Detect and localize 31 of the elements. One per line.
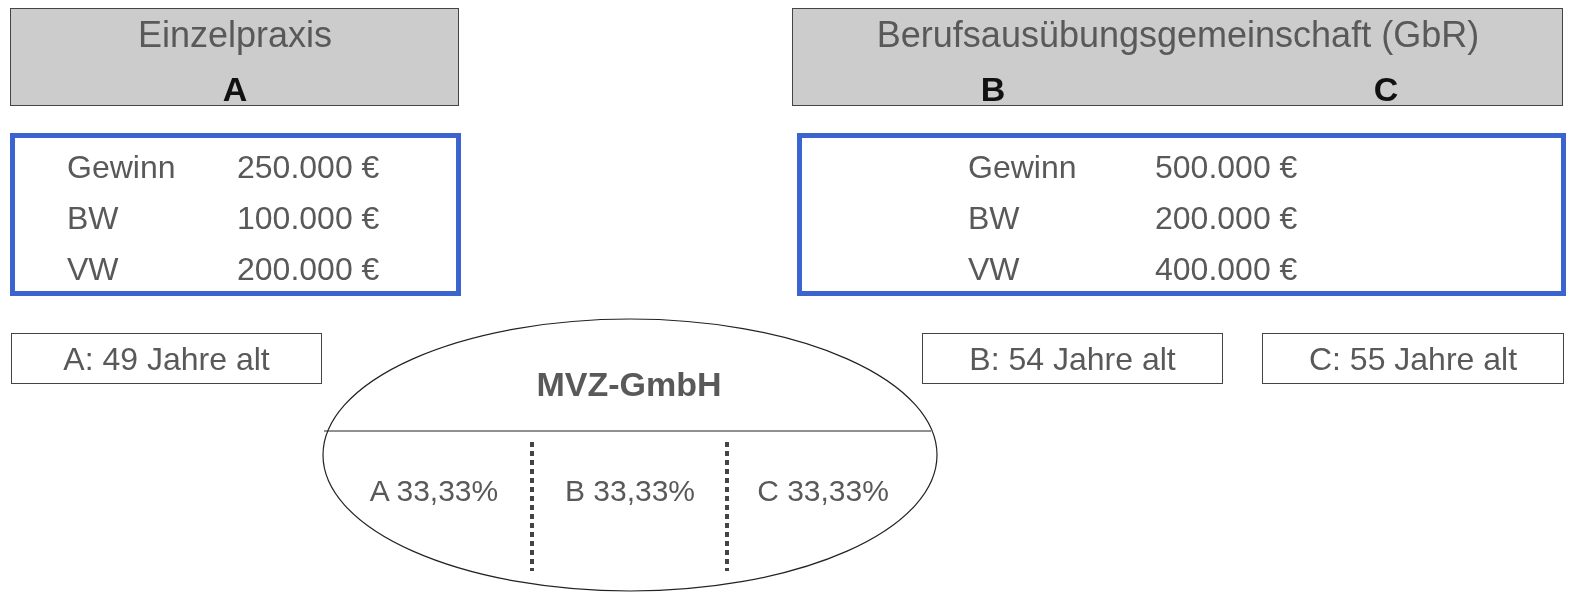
label-box [1262, 333, 1564, 384]
value-table-box [10, 133, 461, 296]
row-label: Gewinn [67, 150, 176, 186]
row-label: VW [67, 252, 119, 288]
age-text: A: 49 Jahre alt [63, 342, 270, 378]
title-text: Einzelpraxis [137, 15, 333, 55]
value-table-box [797, 133, 1566, 296]
row-label: Gewinn [968, 150, 1077, 186]
value-text: 100.000 € [237, 201, 380, 237]
label-box [922, 333, 1223, 384]
age-text: B: 54 Jahre alt [969, 342, 1176, 378]
value-text: 400.000 € [1155, 252, 1298, 288]
row-label: BW [968, 201, 1020, 237]
title-text: Berufsausübungsgemeinschaft (GbR) [876, 15, 1480, 55]
partner-label: A 33,33% [369, 474, 499, 507]
value-text: 200.000 € [237, 252, 380, 288]
partner-label: B 33,33% [564, 474, 696, 507]
row-label: BW [67, 201, 119, 237]
partner-label: C [1373, 71, 1399, 109]
value-text: 500.000 € [1155, 150, 1298, 186]
company-name: MVZ-GmbH [536, 366, 722, 404]
title-box [792, 8, 1563, 106]
value-text: 250.000 € [237, 150, 380, 186]
partner-label: B [980, 71, 1006, 109]
row-label: VW [968, 252, 1020, 288]
title-box [10, 8, 459, 106]
age-text: C: 55 Jahre alt [1308, 342, 1518, 378]
label-box [11, 333, 322, 384]
partner-label: C 33,33% [757, 474, 889, 507]
partner-label: A [222, 71, 248, 109]
value-text: 200.000 € [1155, 201, 1298, 237]
